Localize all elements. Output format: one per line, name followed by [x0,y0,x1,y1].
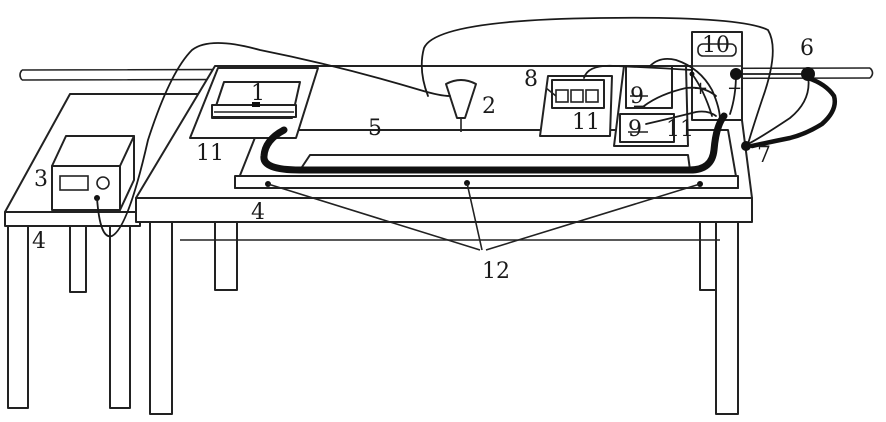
wires [96,16,810,238]
nozzle-2 [445,79,477,132]
label-11-mid: 11 [572,110,600,135]
label-9-bottom: 9 [628,117,642,142]
terminals [689,67,837,151]
leader-lines-12 [267,182,701,251]
power-supply-3 [51,135,135,211]
label-3: 3 [34,167,48,192]
label-5: 5 [368,116,382,141]
label-2: 2 [482,94,496,119]
meter-8 [539,75,613,137]
label-1: 1 [251,81,265,106]
label-4-left: 4 [32,229,46,254]
label-11-right: 11 [666,117,694,142]
label-11-left: 11 [196,141,224,166]
device-1 [211,81,301,119]
label-4-right: 4 [251,200,265,225]
minus-sign: − [727,78,742,99]
minus-sign-top: − [632,96,647,117]
plus-sign: + [693,78,708,99]
label-6: 6 [800,36,814,61]
thick-cable [260,112,728,174]
label-12: 12 [482,259,510,284]
label-7: 7 [757,143,771,168]
units-9 [613,65,689,147]
label-10: 10 [702,33,730,58]
label-8: 8 [524,67,538,92]
label-9-top: 9 [630,84,644,109]
